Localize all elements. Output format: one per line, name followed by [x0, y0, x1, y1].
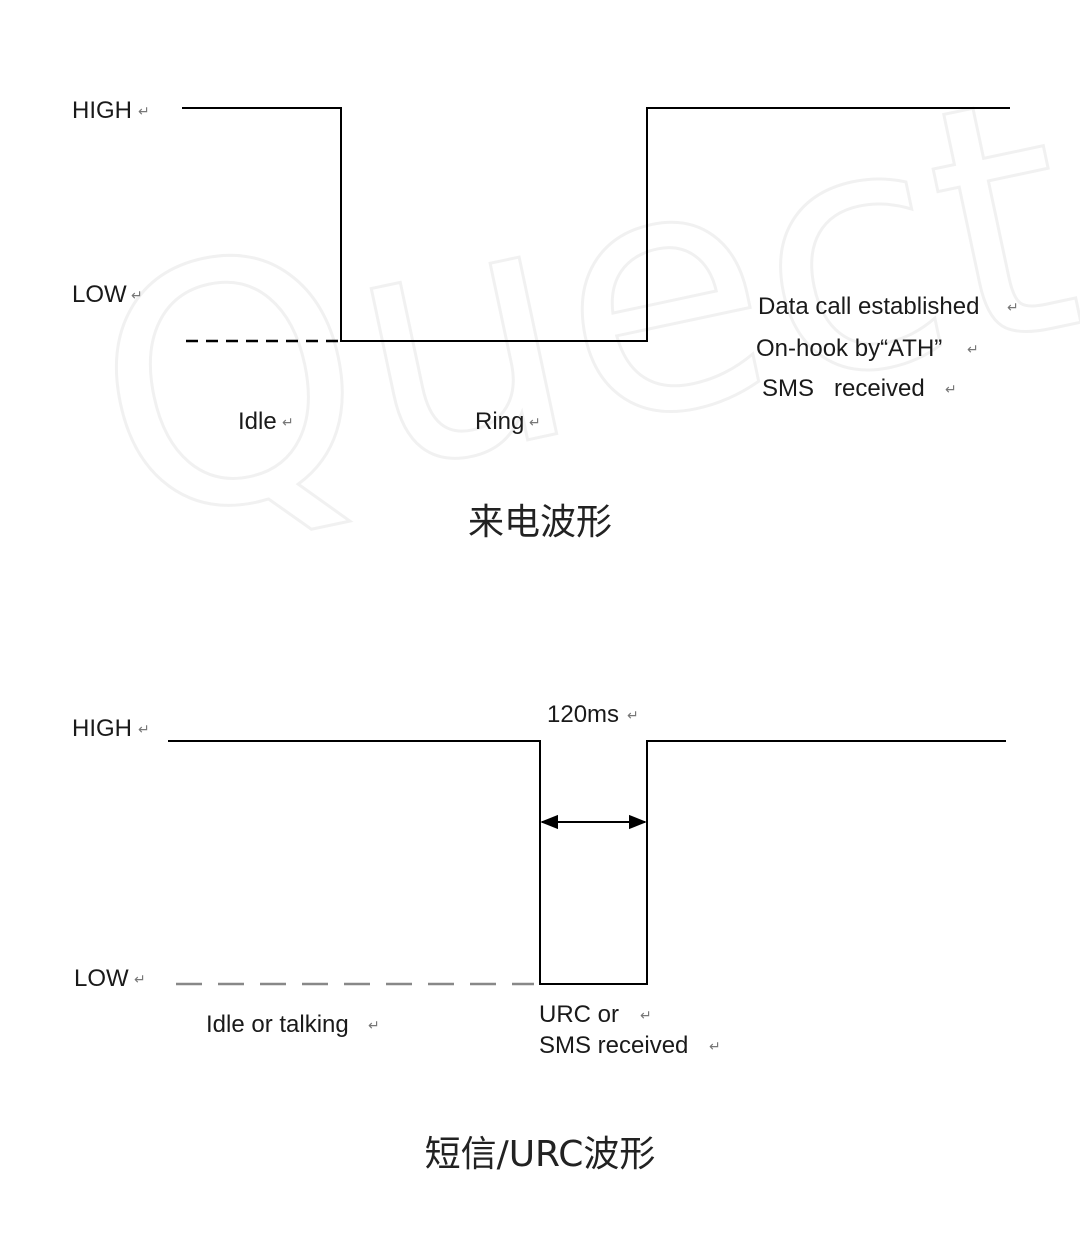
- return-mark: ↵: [967, 342, 979, 358]
- idle-or-talking-label: Idle or talking: [206, 1011, 349, 1038]
- note-sms: SMS received: [762, 375, 925, 402]
- note-data-call: Data call established: [758, 293, 979, 320]
- return-mark: ↵: [627, 708, 639, 724]
- urc-caption: 短信/URC波形: [425, 1134, 656, 1175]
- pulse-width-label: 120ms: [547, 701, 619, 728]
- sms-event-label: SMS received: [539, 1032, 688, 1059]
- return-mark: ↵: [1007, 300, 1019, 316]
- urc-signal-trace: [168, 740, 1006, 985]
- return-mark: ↵: [709, 1039, 721, 1055]
- low-level-label: LOW: [72, 281, 127, 308]
- return-mark: ↵: [138, 722, 150, 738]
- urc-event-label: URC or: [539, 1001, 619, 1028]
- ring-waveform-diagram: HIGH ↵ LOW ↵ Idle ↵ Ring ↵ Data call est…: [72, 97, 1019, 543]
- return-mark: ↵: [134, 972, 146, 988]
- return-mark: ↵: [368, 1018, 380, 1034]
- urc-waveform-diagram: HIGH ↵ LOW ↵ 120ms ↵ Idle or talking ↵ U…: [72, 701, 1006, 1175]
- low-level-label: LOW: [74, 965, 129, 992]
- high-level-label: HIGH: [72, 97, 132, 124]
- return-mark: ↵: [945, 382, 957, 398]
- ring-signal-trace: [182, 107, 1010, 342]
- return-mark: ↵: [282, 415, 294, 431]
- note-on-hook: On-hook by“ATH”: [756, 335, 942, 362]
- idle-label: Idle: [238, 408, 277, 435]
- return-mark: ↵: [529, 415, 541, 431]
- ring-label: Ring: [475, 408, 524, 435]
- return-mark: ↵: [640, 1008, 652, 1024]
- return-mark: ↵: [138, 104, 150, 120]
- return-mark: ↵: [131, 288, 143, 304]
- high-level-label: HIGH: [72, 715, 132, 742]
- ring-caption: 来电波形: [468, 502, 612, 543]
